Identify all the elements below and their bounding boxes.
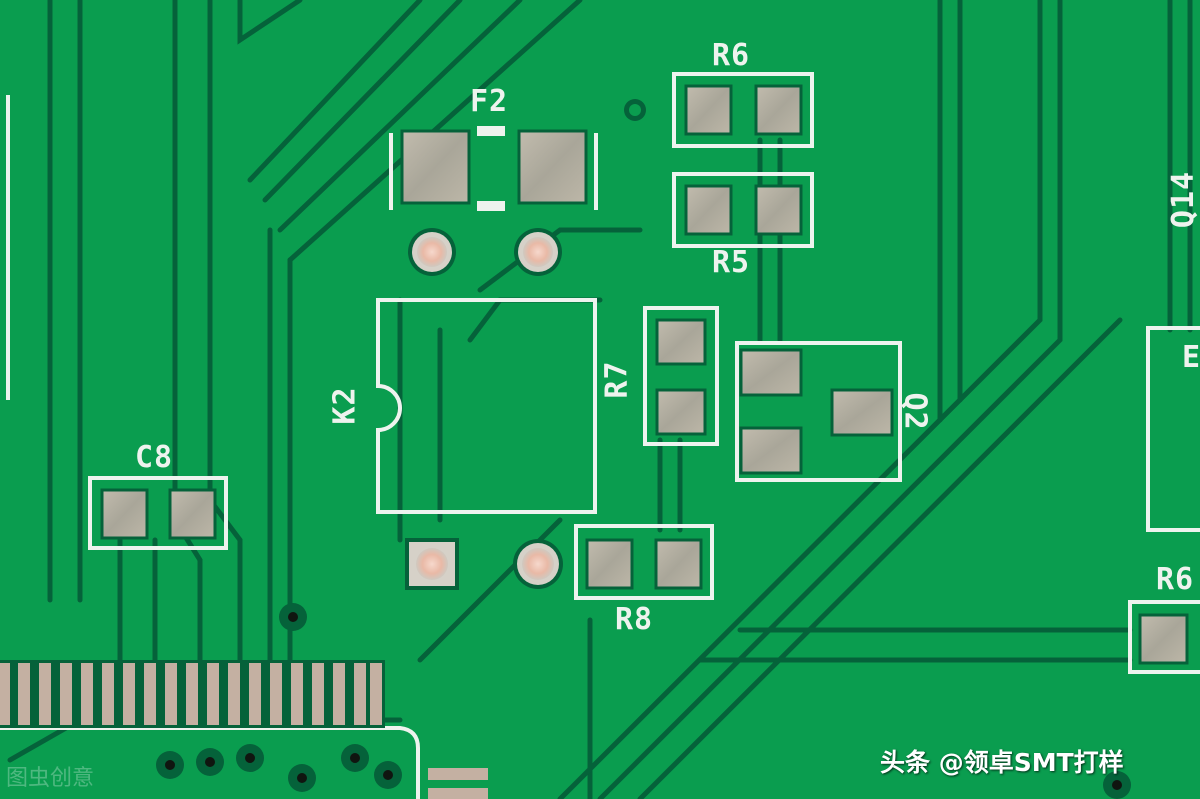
label-r8: R8 [615,602,654,637]
through-holes [405,228,563,590]
label-e-partial: E [1182,340,1200,375]
label-f2: F2 [470,84,509,119]
label-q2: Q2 [897,392,933,431]
bottom-pads [428,768,488,799]
label-r5: R5 [712,245,751,280]
watermark-tuchong: 图虫创意 [6,766,95,791]
vias [156,99,1131,799]
edge-connector [0,660,385,728]
label-r6: R6 [712,38,751,73]
label-k2: K2 [327,386,363,425]
label-q14: Q14 [1166,170,1200,229]
silkscreen-outlines [0,72,1200,799]
silkscreen-marks [477,126,505,211]
label-r7: R7 [599,360,635,399]
label-c8: C8 [135,440,174,475]
watermark-toutiao: 头条 @领卓SMT打样 [880,748,1124,777]
smd-pads [100,84,1189,665]
label-r-partial: R6 [1156,562,1195,597]
